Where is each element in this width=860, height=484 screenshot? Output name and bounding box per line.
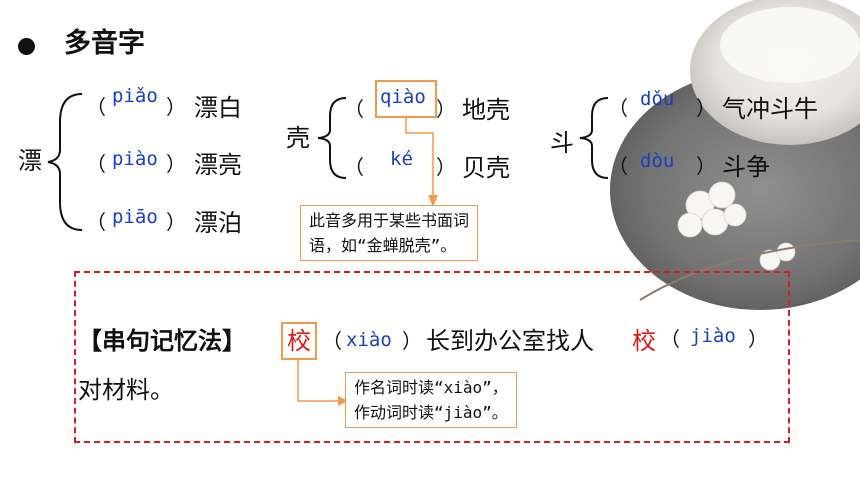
pinyin-piao3: piǎo: [112, 85, 158, 107]
pinyin-piao4: piào: [112, 148, 158, 170]
dou-brace: [578, 96, 612, 184]
qiao-note: 此音多用于某些书面词 语，如“金蝉脱壳”。: [300, 205, 479, 261]
qiao-brace: [316, 96, 350, 184]
pinyin-ke2: ké: [390, 148, 413, 170]
word-piaobai: 漂白: [194, 94, 242, 122]
dou-char: 斗: [550, 129, 574, 157]
pinyin-dou4: dòu: [640, 150, 675, 172]
xiao-connector-arrow: [297, 359, 348, 406]
pinyin-dou3: dǒu: [640, 88, 675, 110]
qiao-char: 壳: [286, 124, 310, 152]
word-douzheng: 斗争: [722, 153, 770, 181]
memory-label: 【串句记忆法】: [78, 327, 246, 355]
memory-pinyin-1: xiào: [346, 329, 392, 351]
piao-brace: [46, 92, 86, 236]
word-piaobo: 漂泊: [194, 209, 242, 237]
memory-char-1: 校: [287, 327, 311, 355]
word-qichongdouniu: 气冲斗牛: [722, 95, 818, 123]
memory-sentence-middle: 长到办公室找人: [426, 327, 594, 355]
xiao-highlight-box: [281, 322, 317, 360]
pinyin-piao1: piāo: [112, 206, 158, 228]
word-beike: 贝壳: [462, 154, 510, 182]
piao-char: 漂: [18, 147, 42, 175]
memory-section-frame: [74, 271, 790, 443]
xiao-note: 作名词时读“xiào”， 作动词时读“jiào”。: [345, 372, 517, 428]
qiao-connector-arrow: [405, 117, 438, 207]
memory-char-2: 校: [632, 327, 656, 355]
blossom-icon: [677, 181, 796, 271]
word-piaoliang: 漂亮: [194, 151, 242, 179]
memory-pinyin-2: jiào: [690, 325, 736, 347]
memory-sentence-tail: 对材料。: [78, 376, 174, 404]
page-title: 多音字: [64, 28, 145, 59]
pinyin-qiao4: qiào: [380, 86, 426, 108]
word-diqiao: 地壳: [462, 96, 510, 124]
bullet-icon: [18, 38, 35, 55]
